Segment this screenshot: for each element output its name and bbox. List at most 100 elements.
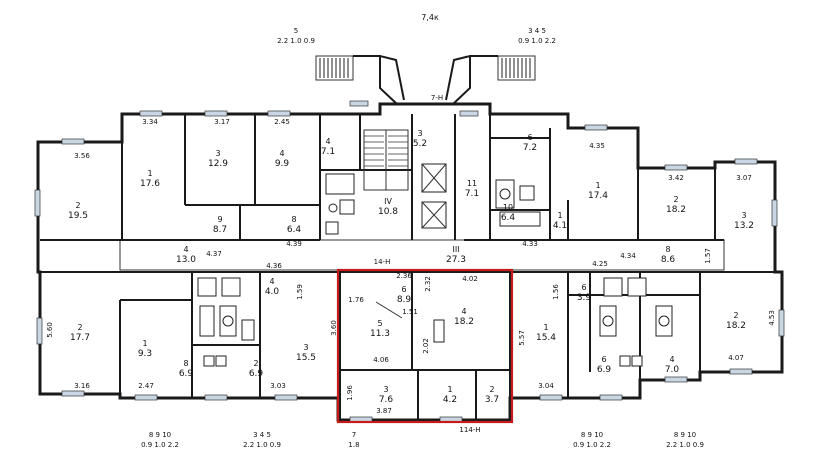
svg-text:IV: IV (384, 197, 392, 206)
svg-text:7.1: 7.1 (321, 147, 335, 157)
svg-text:7.0: 7.0 (665, 365, 680, 375)
svg-text:3: 3 (741, 211, 746, 220)
dimension: 3.16 (74, 382, 90, 390)
axis-label-bottom: 114-Н (459, 426, 480, 434)
dimension: 4.34 (620, 252, 636, 260)
axis-label-corridor: 14-Н (374, 258, 391, 266)
window-west-lower (36, 317, 43, 345)
dimension: 3.04 (538, 382, 554, 390)
room-label: 44.0 (265, 277, 280, 297)
room-label: 313.2 (734, 211, 754, 231)
room-label: 117.4 (588, 181, 608, 201)
room-label: 511.3 (370, 319, 390, 339)
svg-text:1: 1 (557, 211, 562, 220)
svg-text:11: 11 (467, 179, 477, 188)
svg-text:9: 9 (217, 215, 222, 224)
room-label: 413.0 (176, 245, 196, 265)
room-label: 14.1 (553, 211, 567, 231)
svg-text:0.9 1.0 2.2: 0.9 1.0 2.2 (518, 37, 556, 45)
svg-text:2: 2 (75, 201, 80, 210)
door-swing (375, 301, 403, 319)
svg-text:5: 5 (294, 27, 298, 35)
room-label: 86.9 (179, 359, 194, 379)
stair-step-block (433, 319, 445, 343)
svg-text:III: III (452, 245, 459, 254)
svg-text:6: 6 (581, 283, 586, 292)
svg-text:7.2: 7.2 (523, 143, 537, 153)
window-east-upper (771, 199, 778, 227)
bottom-mark: 8 9 10 0.9 1.0 2.2 (573, 431, 611, 449)
dimension: 4.39 (286, 240, 302, 248)
room-label: 315.5 (296, 343, 316, 363)
svg-text:4: 4 (183, 245, 188, 254)
svg-text:1: 1 (142, 339, 147, 348)
room-label: 86.4 (287, 215, 302, 235)
room-label: 418.2 (454, 307, 474, 327)
room-label: 14.2 (443, 385, 457, 405)
svg-text:4.1: 4.1 (553, 221, 567, 231)
room-label: 67.2 (523, 133, 537, 153)
dimension: 1.57 (704, 248, 712, 264)
room-label: 68.9 (397, 285, 412, 305)
svg-text:3: 3 (383, 385, 388, 394)
dimension: 1.51 (402, 308, 418, 316)
room-label: 19.3 (138, 339, 152, 359)
stair-core (363, 129, 409, 191)
room-label: 63.9 (577, 283, 592, 303)
dimension: 2.02 (422, 338, 430, 354)
elevator-shaft-upper (421, 163, 447, 193)
room-label: 49.9 (275, 149, 290, 169)
dimension: 2.36 (396, 272, 412, 280)
dimension: 3.34 (142, 118, 158, 126)
svg-text:2.2 1.0 0.9: 2.2 1.0 0.9 (666, 441, 704, 449)
svg-text:18.2: 18.2 (454, 317, 474, 327)
svg-text:8 9 10: 8 9 10 (674, 431, 696, 439)
svg-text:8.7: 8.7 (213, 225, 227, 235)
bathroom-fixtures-lower-left (197, 277, 255, 367)
svg-text:13.2: 13.2 (734, 221, 754, 231)
bottom-mark: 8 9 10 0.9 1.0 2.2 (141, 431, 179, 449)
bottom-mark: 3 4 5 2.2 1.0 0.9 (243, 431, 281, 449)
room-label: 88.6 (661, 245, 676, 265)
stair-mark-top-left: 5 2.2 1.0 0.9 (277, 27, 315, 45)
entrance-stair-right (445, 55, 536, 106)
svg-text:1: 1 (147, 169, 152, 178)
dimension: 4.25 (592, 260, 608, 268)
dimension: 2.32 (424, 276, 432, 292)
svg-text:17.6: 17.6 (140, 179, 160, 189)
dimension: 3.03 (270, 382, 286, 390)
dimension: 3.56 (74, 152, 90, 160)
dimension: 5.57 (518, 330, 526, 346)
svg-text:0.9 1.0 2.2: 0.9 1.0 2.2 (141, 441, 179, 449)
svg-text:4: 4 (325, 137, 330, 146)
svg-text:6.4: 6.4 (501, 213, 516, 223)
bathroom-fixtures-lower-right (599, 277, 673, 367)
svg-text:2.2 1.0 0.9: 2.2 1.0 0.9 (277, 37, 315, 45)
svg-text:10.8: 10.8 (378, 207, 398, 217)
svg-text:4.2: 4.2 (443, 395, 457, 405)
svg-text:2: 2 (733, 311, 738, 320)
svg-text:2: 2 (673, 195, 678, 204)
svg-text:3.9: 3.9 (577, 293, 592, 303)
dimension: 1.59 (296, 284, 304, 300)
svg-text:2: 2 (489, 385, 494, 394)
svg-text:17.7: 17.7 (70, 333, 90, 343)
svg-text:1: 1 (595, 181, 600, 190)
svg-text:6.9: 6.9 (179, 369, 194, 379)
svg-text:2: 2 (253, 359, 258, 368)
dimension-labels: 3.34 3.17 2.45 3.56 4.37 4.39 4.36 2.36 … (46, 118, 776, 415)
dimension: 4.33 (522, 240, 538, 248)
svg-text:3 4 5: 3 4 5 (528, 27, 546, 35)
dimension: 1.96 (346, 385, 354, 401)
window-west-upper (34, 189, 41, 217)
svg-text:5.2: 5.2 (413, 139, 427, 149)
room-label: 117.6 (140, 169, 160, 189)
dimension: 5.60 (46, 322, 54, 338)
stair-mark-top-right: 3 4 5 0.9 1.0 2.2 (518, 27, 556, 45)
svg-text:3: 3 (417, 129, 422, 138)
svg-text:19.5: 19.5 (68, 211, 88, 221)
bottom-mark: 7 1.8 (348, 431, 359, 449)
